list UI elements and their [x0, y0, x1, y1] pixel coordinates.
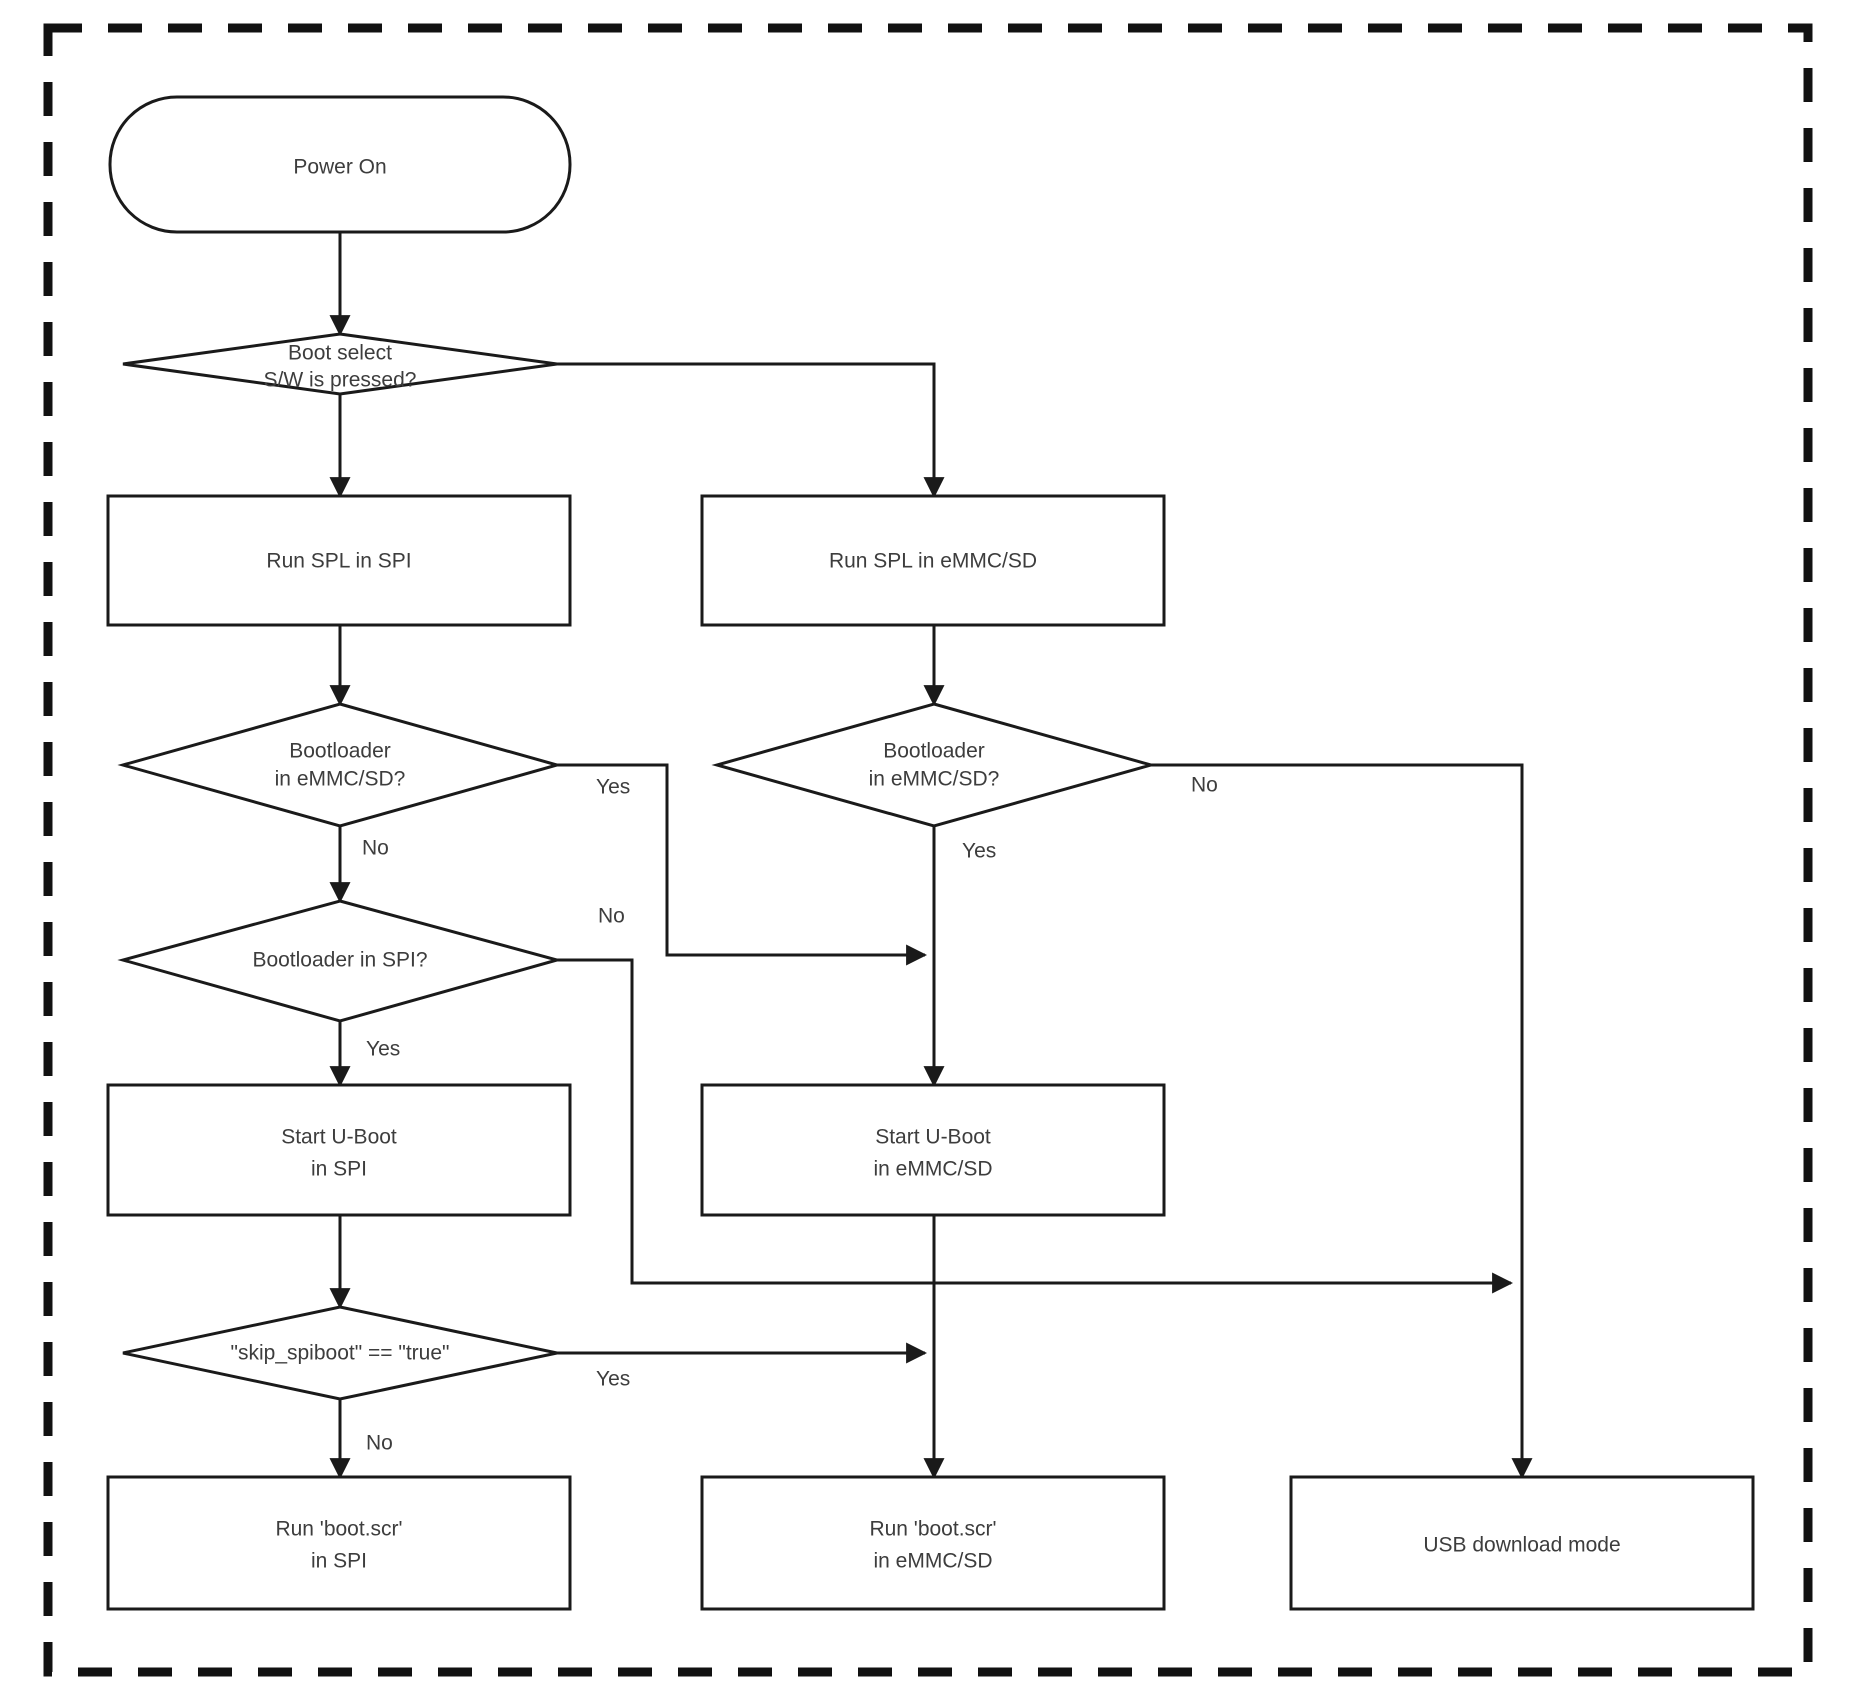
node-bl-emmc-left-label-line1: Bootloader — [289, 740, 391, 763]
node-start-uboot-spi-label-line1: Start U-Boot — [281, 1126, 397, 1149]
edge-boot-select-to-run-spl-emmc — [557, 362, 945, 499]
node-boot-select-label-line2: S/W is pressed? — [264, 369, 417, 392]
node-start-uboot-emmc[interactable]: Start U-Boot in eMMC/SD — [700, 1083, 1166, 1217]
node-start-uboot-spi-label-line2: in SPI — [311, 1158, 367, 1181]
edge-label-skip-spiboot-yes: Yes — [596, 1368, 630, 1391]
edge-label-bl-spi-no: No — [598, 905, 625, 928]
node-skip-spiboot[interactable]: "skip_spiboot" == "true" — [122, 1305, 558, 1401]
node-run-bootscr-spi-label-line1: Run 'boot.scr' — [275, 1518, 402, 1541]
node-run-spl-emmc-label: Run SPL in eMMC/SD — [829, 550, 1037, 573]
edge-bl-emmc-left-yes-to-start-uboot-emmc — [557, 763, 928, 966]
dashed-frame — [43, 23, 1813, 1677]
node-bl-spi[interactable]: Bootloader in SPI? — [117, 899, 563, 1023]
node-skip-spiboot-label: "skip_spiboot" == "true" — [231, 1342, 450, 1365]
node-run-spl-emmc[interactable]: Run SPL in eMMC/SD — [700, 494, 1166, 627]
node-run-bootscr-emmc-label-line1: Run 'boot.scr' — [869, 1518, 996, 1541]
node-run-bootscr-spi[interactable]: Run 'boot.scr' in SPI — [106, 1475, 572, 1611]
node-boot-select-label-line1: Boot select — [288, 342, 392, 365]
edge-label-skip-spiboot-no: No — [366, 1432, 393, 1455]
node-usb-download[interactable]: USB download mode — [1289, 1475, 1755, 1611]
node-usb-download-label: USB download mode — [1423, 1534, 1620, 1557]
edge-label-bl-spi-yes: Yes — [366, 1038, 400, 1061]
edge-bl-spi-no-to-usb-download — [557, 958, 1514, 1294]
edge-label-bl-emmc-right-no: No — [1191, 774, 1218, 797]
node-bl-emmc-right-label-line1: Bootloader — [883, 740, 985, 763]
node-start-uboot-spi[interactable]: Start U-Boot in SPI — [106, 1083, 572, 1217]
node-run-bootscr-emmc-label-line2: in eMMC/SD — [873, 1550, 992, 1573]
edge-label-bl-emmc-right-yes: Yes — [962, 840, 996, 863]
node-boot-select[interactable]: Boot select S/W is pressed? — [122, 332, 558, 396]
edge-bl-emmc-right-no-to-usb-download — [1151, 763, 1533, 1480]
node-bl-spi-label: Bootloader in SPI? — [252, 949, 427, 972]
node-run-spl-spi[interactable]: Run SPL in SPI — [106, 494, 572, 627]
node-bl-emmc-right-label-line2: in eMMC/SD? — [869, 768, 1000, 791]
node-run-spl-spi-label: Run SPL in SPI — [266, 550, 411, 573]
node-power-on-label: Power On — [293, 156, 386, 179]
node-start-uboot-emmc-label-line2: in eMMC/SD — [873, 1158, 992, 1181]
node-start-uboot-emmc-label-line1: Start U-Boot — [875, 1126, 991, 1149]
node-bl-emmc-left-label-line2: in eMMC/SD? — [275, 768, 406, 791]
node-power-on[interactable]: Power On — [108, 95, 572, 234]
edge-label-bl-emmc-left-yes: Yes — [596, 776, 630, 799]
edge-label-bl-emmc-left-no: No — [362, 837, 389, 860]
node-run-bootscr-spi-label-line2: in SPI — [311, 1550, 367, 1573]
node-run-bootscr-emmc[interactable]: Run 'boot.scr' in eMMC/SD — [700, 1475, 1166, 1611]
node-bl-emmc-right[interactable]: Bootloader in eMMC/SD? — [711, 702, 1157, 828]
node-bl-emmc-left[interactable]: Bootloader in eMMC/SD? — [117, 702, 563, 828]
